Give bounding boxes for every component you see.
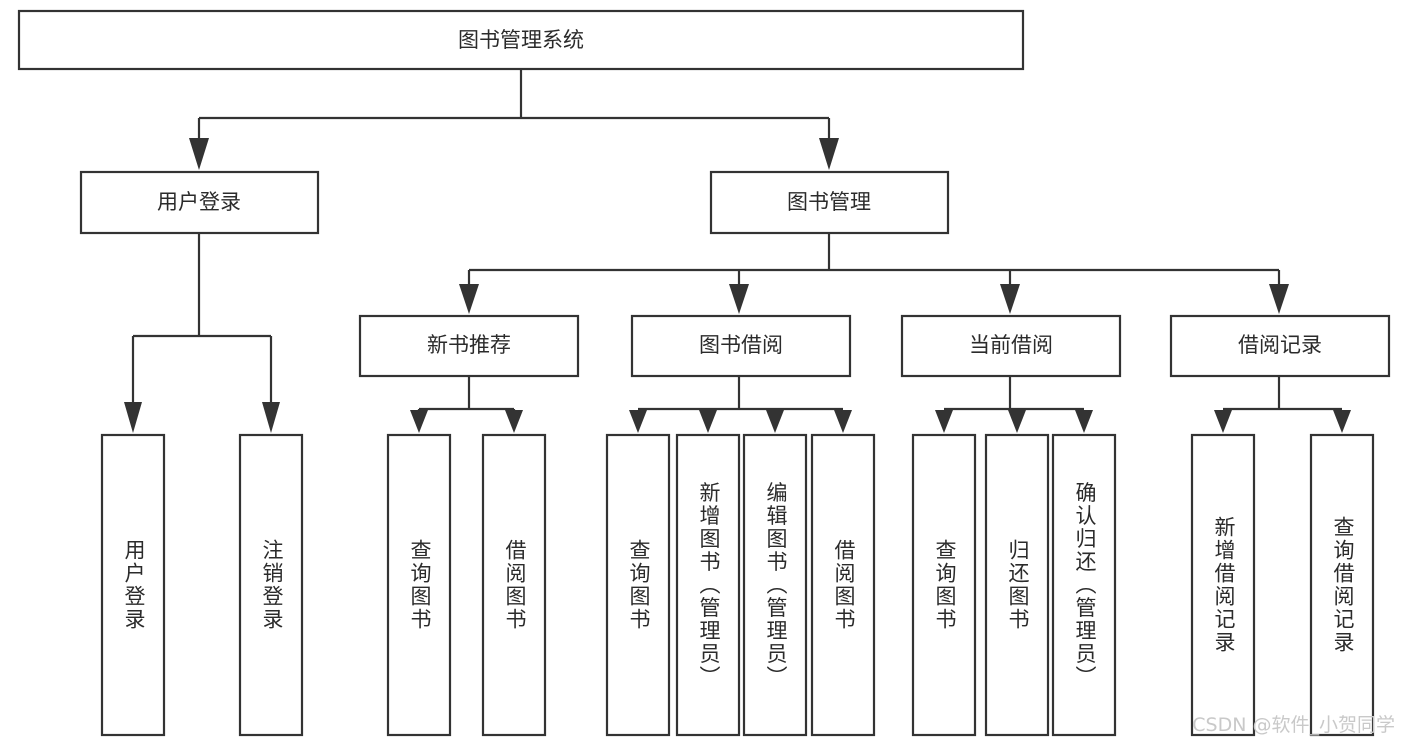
- node-root-box[interactable]: [17, 9, 1025, 71]
- node-current-borrow-box[interactable]: [900, 314, 1122, 378]
- arrow-head-user-login: [189, 138, 209, 170]
- arrow-head-leaf-borrow-book-2: [834, 410, 852, 433]
- node-leaf-query-record[interactable]: 查询借阅记录: [1309, 433, 1375, 737]
- node-leaf-add-record[interactable]: 新增借阅记录: [1190, 433, 1256, 737]
- node-root-label: 图书管理系统: [458, 28, 584, 52]
- connector-layer: [124, 69, 1351, 433]
- node-leaf-confirm-return-box[interactable]: [1051, 433, 1117, 737]
- node-leaf-logout-label: 注销登录: [260, 539, 284, 631]
- node-current-borrow[interactable]: 当前借阅: [900, 314, 1122, 378]
- node-borrow-record-box[interactable]: [1169, 314, 1391, 378]
- arrow-head-current-borrow: [1000, 284, 1020, 314]
- node-leaf-edit-book-label: 编辑图书（管理员）: [764, 482, 788, 689]
- node-leaf-user-login[interactable]: 用户登录: [100, 433, 166, 737]
- arrow-head-borrow-record: [1269, 284, 1289, 314]
- node-leaf-edit-book-box[interactable]: [742, 433, 808, 737]
- node-leaf-confirm-return-label: 确认归还（管理员）: [1073, 482, 1097, 689]
- node-leaf-borrow-book-2[interactable]: 借阅图书: [810, 433, 876, 737]
- node-book-borrow-box[interactable]: [630, 314, 852, 378]
- node-leaf-query-record-box[interactable]: [1309, 433, 1375, 737]
- watermark-label: CSDN @软件_小贺同学: [1192, 714, 1395, 736]
- arrow-head-leaf-query-book-2: [629, 410, 647, 433]
- node-leaf-query-book-1-label: 查询图书: [408, 539, 432, 631]
- node-leaf-return-book-label: 归还图书: [1006, 539, 1030, 631]
- node-leaf-query-book-2-box[interactable]: [605, 433, 671, 737]
- arrow-head-leaf-edit-book: [766, 410, 784, 433]
- node-leaf-confirm-return[interactable]: 确认归还（管理员）: [1051, 433, 1117, 737]
- arrow-head-leaf-logout: [262, 402, 280, 433]
- node-leaf-logout-box[interactable]: [238, 433, 304, 737]
- node-leaf-borrow-book-2-box[interactable]: [810, 433, 876, 737]
- node-leaf-query-book-1-box[interactable]: [386, 433, 452, 737]
- node-leaf-query-record-label: 查询借阅记录: [1331, 516, 1355, 654]
- node-leaf-query-book-3[interactable]: 查询图书: [911, 433, 977, 737]
- arrow-head-leaf-confirm-return: [1075, 410, 1093, 433]
- arrow-head-leaf-query-book-3: [935, 410, 953, 433]
- node-user-login[interactable]: 用户登录: [79, 170, 320, 235]
- node-leaf-return-book[interactable]: 归还图书: [984, 433, 1050, 737]
- arrow-head-leaf-user-login: [124, 402, 142, 433]
- node-book-manage[interactable]: 图书管理: [709, 170, 950, 235]
- arrow-head-new-book-rec: [459, 284, 479, 314]
- node-leaf-user-login-box[interactable]: [100, 433, 166, 737]
- node-leaf-add-record-label: 新增借阅记录: [1212, 516, 1236, 654]
- node-leaf-return-book-box[interactable]: [984, 433, 1050, 737]
- arrow-head-book-manage: [819, 138, 839, 170]
- node-leaf-add-book-box[interactable]: [675, 433, 741, 737]
- node-root[interactable]: 图书管理系统: [17, 9, 1025, 71]
- node-leaf-add-book-label: 新增图书（管理员）: [697, 482, 721, 689]
- node-leaf-query-book-3-label: 查询图书: [933, 539, 957, 631]
- node-leaf-query-book-3-box[interactable]: [911, 433, 977, 737]
- node-leaf-query-book-2-label: 查询图书: [627, 539, 651, 631]
- node-current-borrow-label: 当前借阅: [969, 333, 1053, 357]
- node-new-book-rec[interactable]: 新书推荐: [358, 314, 580, 378]
- node-leaf-query-book-2[interactable]: 查询图书: [605, 433, 671, 737]
- arrow-head-book-borrow: [729, 284, 749, 314]
- node-leaf-edit-book[interactable]: 编辑图书（管理员）: [742, 433, 808, 737]
- arrow-head-leaf-query-book-1: [410, 410, 428, 433]
- arrow-head-leaf-add-record: [1214, 410, 1232, 433]
- node-leaf-logout[interactable]: 注销登录: [238, 433, 304, 737]
- node-user-login-label: 用户登录: [157, 190, 241, 214]
- node-new-book-rec-box[interactable]: [358, 314, 580, 378]
- node-leaf-borrow-book-1-label: 借阅图书: [503, 539, 527, 631]
- node-book-manage-box[interactable]: [709, 170, 950, 235]
- node-leaf-add-record-box[interactable]: [1190, 433, 1256, 737]
- arrow-head-leaf-query-record: [1333, 410, 1351, 433]
- arrow-head-leaf-add-book: [699, 410, 717, 433]
- node-user-login-box[interactable]: [79, 170, 320, 235]
- node-new-book-rec-label: 新书推荐: [427, 333, 511, 357]
- node-leaf-user-login-label: 用户登录: [122, 539, 146, 631]
- arrow-head-leaf-borrow-book-1: [505, 410, 523, 433]
- node-borrow-record-label: 借阅记录: [1238, 333, 1322, 357]
- node-book-borrow-label: 图书借阅: [699, 333, 783, 357]
- node-leaf-borrow-book-1-box[interactable]: [481, 433, 547, 737]
- node-book-borrow[interactable]: 图书借阅: [630, 314, 852, 378]
- arrow-head-leaf-return-book: [1008, 410, 1026, 433]
- node-leaf-borrow-book-1[interactable]: 借阅图书: [481, 433, 547, 737]
- node-book-manage-label: 图书管理: [787, 190, 871, 214]
- node-leaf-query-book-1[interactable]: 查询图书: [386, 433, 452, 737]
- node-leaf-borrow-book-2-label: 借阅图书: [832, 539, 856, 631]
- node-borrow-record[interactable]: 借阅记录: [1169, 314, 1391, 378]
- node-leaf-add-book[interactable]: 新增图书（管理员）: [675, 433, 741, 737]
